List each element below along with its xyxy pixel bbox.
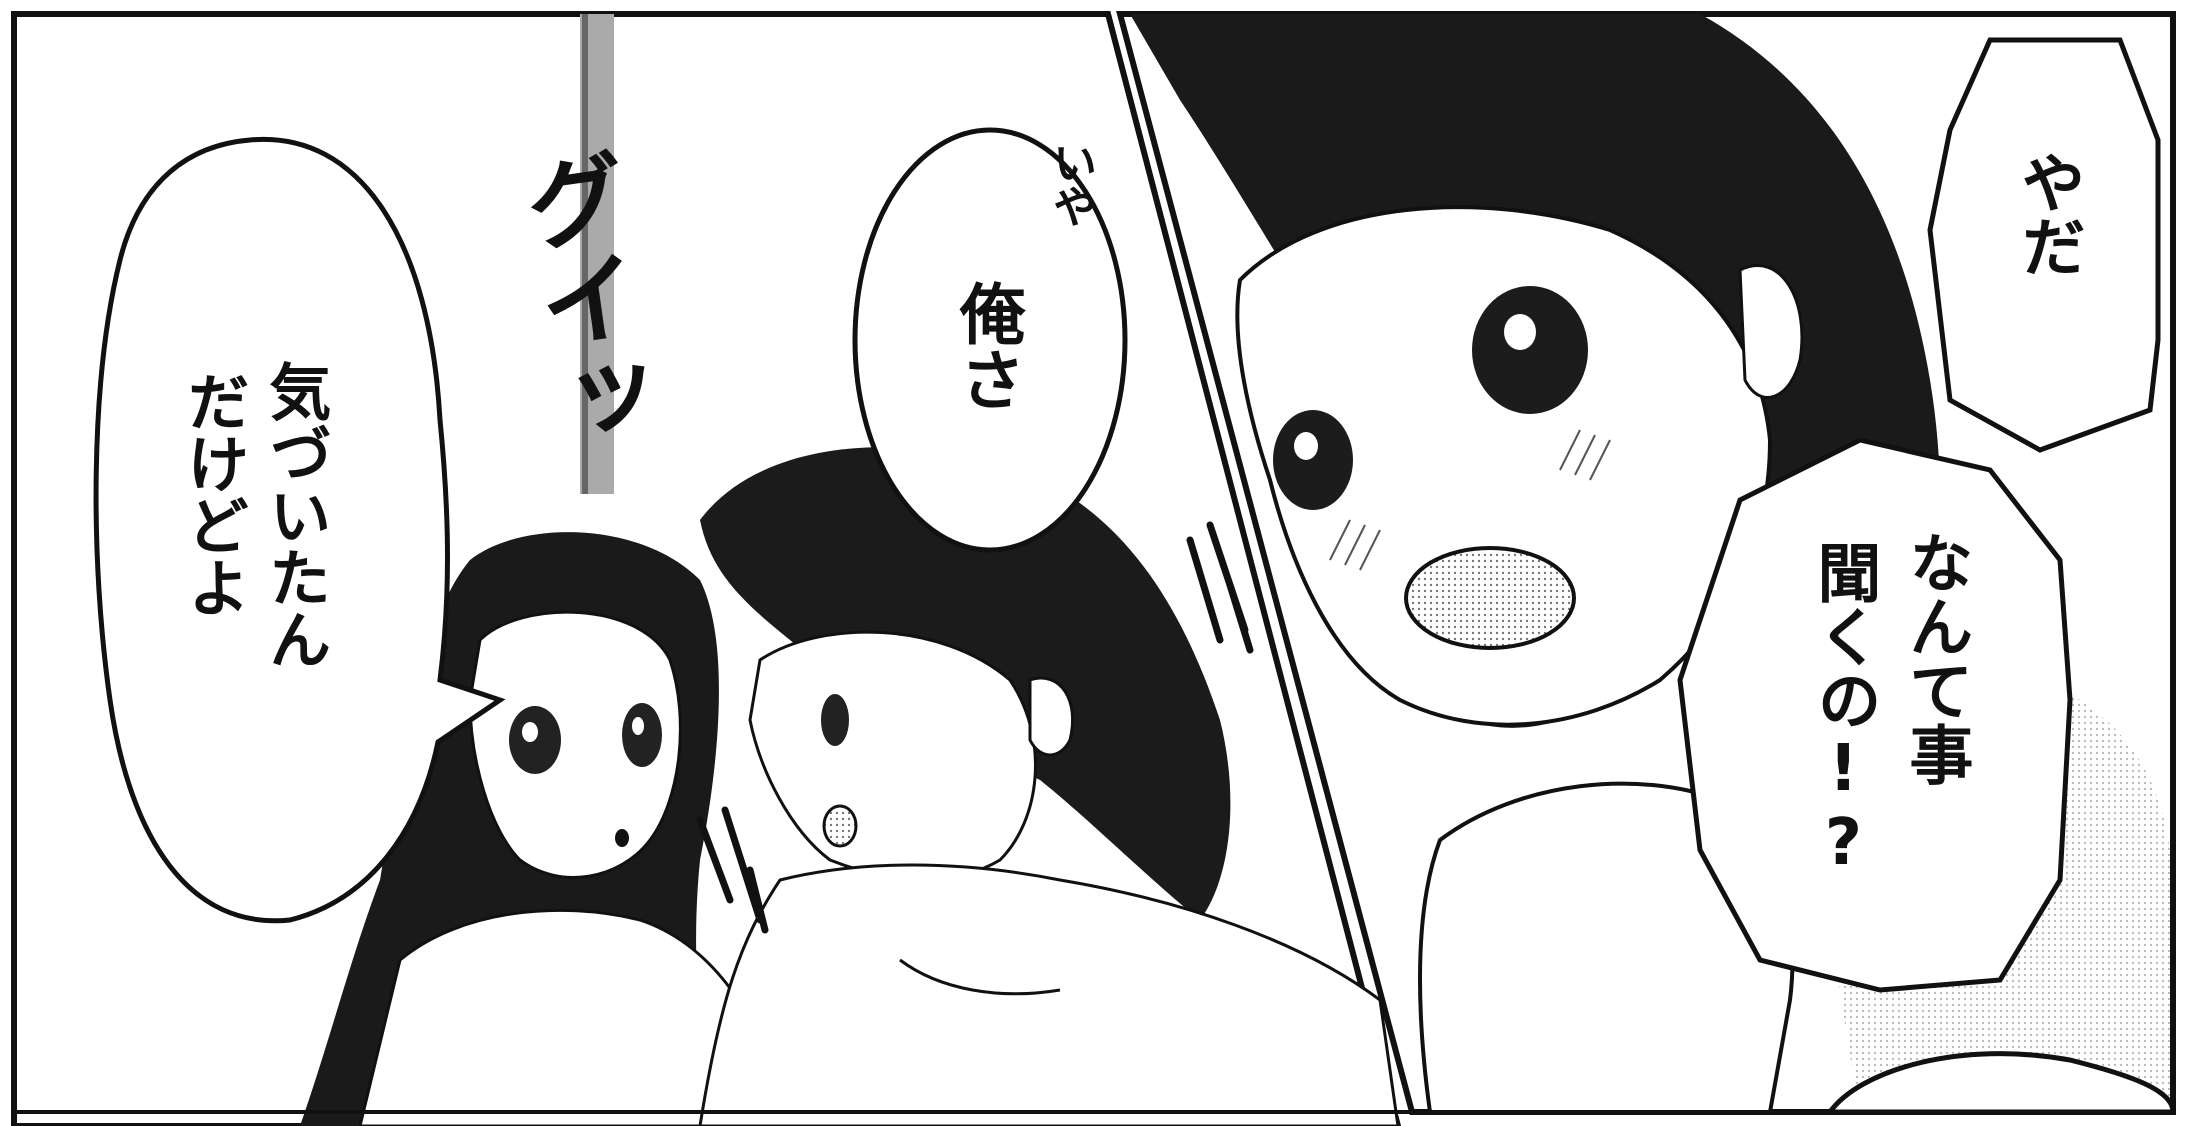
girl-dialogue-top: やだ bbox=[2010, 150, 2085, 278]
girl-mouth-icon bbox=[1404, 546, 1576, 650]
speech-bubble-top bbox=[1927, 37, 2161, 453]
woman-eye-right-icon bbox=[622, 703, 662, 767]
woman-dialogue-line-2: だけどよ bbox=[176, 370, 250, 618]
girl-eye-right-icon bbox=[1472, 286, 1588, 414]
girl-dialogue-mid-line-1: なんて事 bbox=[1898, 530, 1973, 786]
girl-eye-left-icon bbox=[1273, 410, 1353, 510]
woman-eye-left-icon bbox=[509, 706, 561, 774]
speech-bubble-man bbox=[852, 127, 1128, 553]
right-panel bbox=[1116, 11, 2176, 1115]
left-panel bbox=[11, 11, 1402, 1126]
speech-bubble-mid bbox=[1677, 437, 2073, 993]
man-dialogue: 俺さ bbox=[948, 280, 1026, 412]
speech-bubble-woman bbox=[93, 136, 506, 924]
sfx-iya: いや bbox=[1045, 140, 1096, 228]
girl-dialogue-mid-line-2: 聞くの!? bbox=[1806, 540, 1881, 880]
woman-dialogue-line-1: 気づいたん bbox=[258, 360, 332, 670]
